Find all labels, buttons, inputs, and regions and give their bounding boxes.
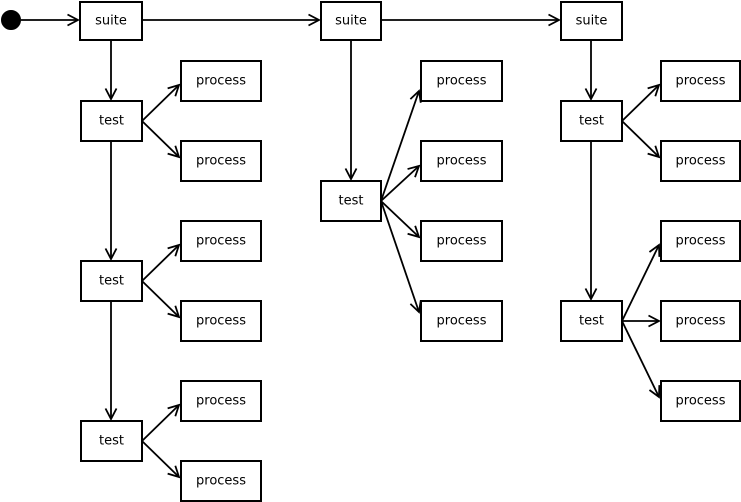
process-5-label: process: [196, 394, 246, 409]
edge-test-2-to-process-3: [141, 243, 181, 282]
node-process-10: process: [420, 300, 503, 342]
node-test-2: test: [80, 260, 143, 302]
node-suite-1: suite: [79, 1, 143, 41]
test-1-box: [80, 100, 143, 142]
process-11-label: process: [676, 74, 726, 89]
process-13-box: [660, 220, 741, 262]
process-2-box: [180, 140, 262, 182]
edge-test-4-to-process-8: [380, 164, 421, 202]
suite-1-box: [79, 1, 143, 41]
process-3-box: [180, 220, 262, 262]
node-process-11: process: [660, 60, 741, 102]
node-suite-2: suite: [320, 1, 382, 41]
process-9-box: [420, 220, 503, 262]
process-15-label: process: [676, 394, 726, 409]
node-process-14: process: [660, 300, 741, 342]
suite-3-label: suite: [576, 14, 608, 29]
test-3-label: test: [99, 434, 124, 449]
test-3-box: [80, 420, 143, 462]
process-4-box: [180, 300, 262, 342]
suite-2-box: [320, 1, 382, 41]
test-6-box: [560, 300, 623, 342]
edge-test-4-to-process-10: [380, 200, 422, 314]
edge-test-4-to-process-7: [380, 89, 422, 202]
process-13-label: process: [676, 234, 726, 249]
test-4-box: [320, 180, 382, 222]
process-4-label: process: [196, 314, 246, 329]
initial-state-node: [1, 10, 21, 30]
process-12-label: process: [676, 154, 726, 169]
process-9-label: process: [437, 234, 487, 249]
node-test-4: test: [320, 180, 382, 222]
test-5-box: [560, 100, 623, 142]
test-5-label: test: [579, 114, 604, 129]
edge-test-6-to-process-15: [621, 320, 661, 399]
test-2-box: [80, 260, 143, 302]
edge-test-3-to-process-6: [141, 440, 181, 479]
node-process-5: process: [180, 380, 262, 422]
node-process-7: process: [420, 60, 503, 102]
node-process-13: process: [660, 220, 741, 262]
edge-test-4-to-process-9: [380, 200, 421, 239]
node-test-5: test: [560, 100, 623, 142]
node-process-6: process: [180, 460, 262, 502]
process-8-box: [420, 140, 503, 182]
edge-test-1-to-process-2: [141, 120, 181, 159]
node-process-12: process: [660, 140, 741, 182]
process-6-label: process: [196, 474, 246, 489]
process-7-label: process: [437, 74, 487, 89]
process-3-label: process: [196, 234, 246, 249]
process-10-box: [420, 300, 503, 342]
test-1-label: test: [99, 114, 124, 129]
process-14-box: [660, 300, 741, 342]
node-process-2: process: [180, 140, 262, 182]
process-14-label: process: [676, 314, 726, 329]
process-15-box: [660, 380, 741, 422]
edge-test-3-to-process-5: [141, 403, 181, 442]
node-process-4: process: [180, 300, 262, 342]
process-12-box: [660, 140, 741, 182]
node-test-1: test: [80, 100, 143, 142]
process-8-label: process: [437, 154, 487, 169]
edge-test-5-to-process-11: [621, 83, 661, 122]
suite-2-label: suite: [335, 14, 367, 29]
process-2-label: process: [196, 154, 246, 169]
test-4-label: test: [339, 194, 364, 209]
node-test-3: test: [80, 420, 143, 462]
node-process-15: process: [660, 380, 741, 422]
suite-1-label: suite: [95, 14, 127, 29]
node-process-8: process: [420, 140, 503, 182]
node-process-1: process: [180, 60, 262, 102]
edge-test-5-to-process-12: [621, 120, 661, 159]
node-suite-3: suite: [560, 1, 623, 41]
test-2-label: test: [99, 274, 124, 289]
suite-3-box: [560, 1, 623, 41]
node-test-6: test: [560, 300, 623, 342]
process-1-box: [180, 60, 262, 102]
edge-test-2-to-process-4: [141, 280, 181, 319]
test-6-label: test: [579, 314, 604, 329]
node-process-3: process: [180, 220, 262, 262]
process-11-box: [660, 60, 741, 102]
process-7-box: [420, 60, 503, 102]
edge-test-6-to-process-13: [621, 243, 661, 322]
process-5-box: [180, 380, 262, 422]
process-1-label: process: [196, 74, 246, 89]
process-6-box: [180, 460, 262, 502]
node-process-9: process: [420, 220, 503, 262]
edge-test-1-to-process-1: [141, 83, 181, 122]
process-10-label: process: [437, 314, 487, 329]
